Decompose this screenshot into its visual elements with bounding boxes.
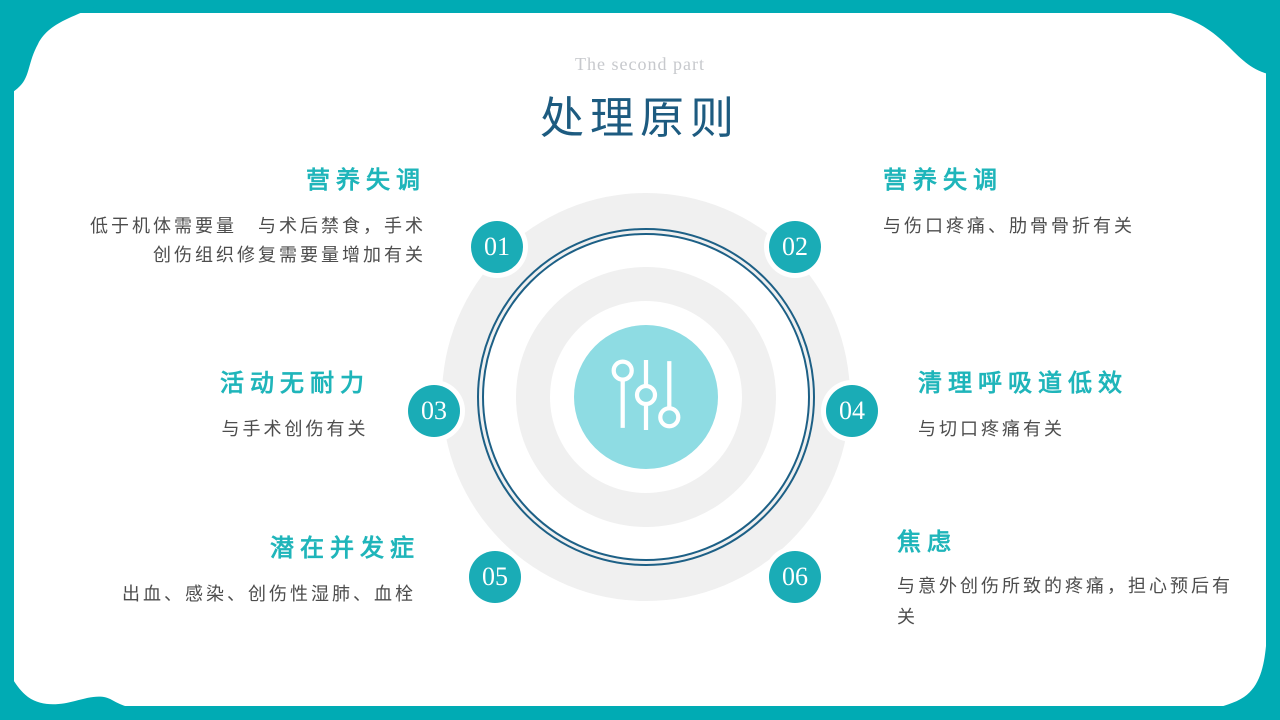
- item-06-desc-line: 关: [897, 607, 918, 627]
- badge-06: 06: [769, 551, 821, 603]
- slide-subtitle: The second part: [575, 54, 705, 74]
- item-06-desc: 与意外创伤所致的疼痛，担心预后有 关: [897, 571, 1242, 633]
- frame-band-left: [0, 0, 14, 720]
- corner-wave-bottom-right: [1150, 610, 1280, 720]
- corner-wave-top-right: [1150, 0, 1280, 110]
- corner-wave-bottom-left: [0, 610, 140, 720]
- item-01-desc-line: 创伤组织修复需要量增加有关: [153, 245, 426, 265]
- badge-02: 02: [769, 221, 821, 273]
- sliders-icon: [610, 359, 682, 436]
- item-06: 焦虑 与意外创伤所致的疼痛，担心预后有 关: [897, 527, 1242, 633]
- item-03-desc-line: 与手术创伤有关: [221, 419, 369, 439]
- item-03-desc: 与手术创伤有关: [170, 415, 420, 444]
- frame-band-right: [1266, 0, 1280, 720]
- item-03: 活动无耐力 与手术创伤有关: [170, 368, 420, 444]
- item-02-desc-line: 与伤口疼痛、肋骨骨折有关: [883, 216, 1135, 236]
- badge-04: 04: [826, 385, 878, 437]
- page-title: 处理原则: [540, 94, 740, 143]
- badge-03: 03: [408, 385, 460, 437]
- item-01-desc: 低于机体需要量 与术后禁食，手术 创伤组织修复需要量增加有关: [56, 212, 426, 270]
- item-04-desc-line: 与切口疼痛有关: [918, 419, 1065, 439]
- item-05-desc-line: 出血、感染、创伤性湿肺、血栓: [122, 584, 416, 604]
- corner-wave-top-left: [0, 0, 130, 110]
- item-03-title: 活动无耐力: [220, 371, 370, 397]
- item-01: 营养失调 低于机体需要量 与术后禁食，手术 创伤组织修复需要量增加有关: [56, 165, 426, 270]
- item-01-title: 营养失调: [306, 168, 426, 194]
- item-04-desc: 与切口疼痛有关: [918, 415, 1248, 444]
- badge-01: 01: [471, 221, 523, 273]
- frame-band-top: [0, 0, 1280, 13]
- hub-center-disk: [574, 325, 718, 469]
- hub-blue-ring-inner: [482, 233, 810, 561]
- item-01-desc-line: 低于机体需要量 与术后禁食，手术: [90, 216, 426, 236]
- item-06-desc-line: 与意外创伤所致的疼痛，担心预后有: [897, 576, 1233, 596]
- badge-05: 05: [469, 551, 521, 603]
- frame-band-bottom: [0, 706, 1280, 720]
- item-05: 潜在并发症 出血、感染、创伤性湿肺、血栓: [122, 533, 470, 609]
- item-02-desc: 与伤口疼痛、肋骨骨折有关: [883, 212, 1253, 241]
- item-02-title: 营养失调: [883, 168, 1003, 194]
- item-02: 营养失调 与伤口疼痛、肋骨骨折有关: [883, 165, 1253, 241]
- item-06-title: 焦虑: [897, 530, 957, 556]
- item-04-title: 清理呼吸道低效: [918, 371, 1128, 397]
- hub-blue-ring-outer: [477, 228, 815, 566]
- item-05-title: 潜在并发症: [270, 536, 420, 562]
- item-04: 清理呼吸道低效 与切口疼痛有关: [918, 368, 1248, 444]
- item-05-desc: 出血、感染、创伤性湿肺、血栓: [122, 580, 470, 609]
